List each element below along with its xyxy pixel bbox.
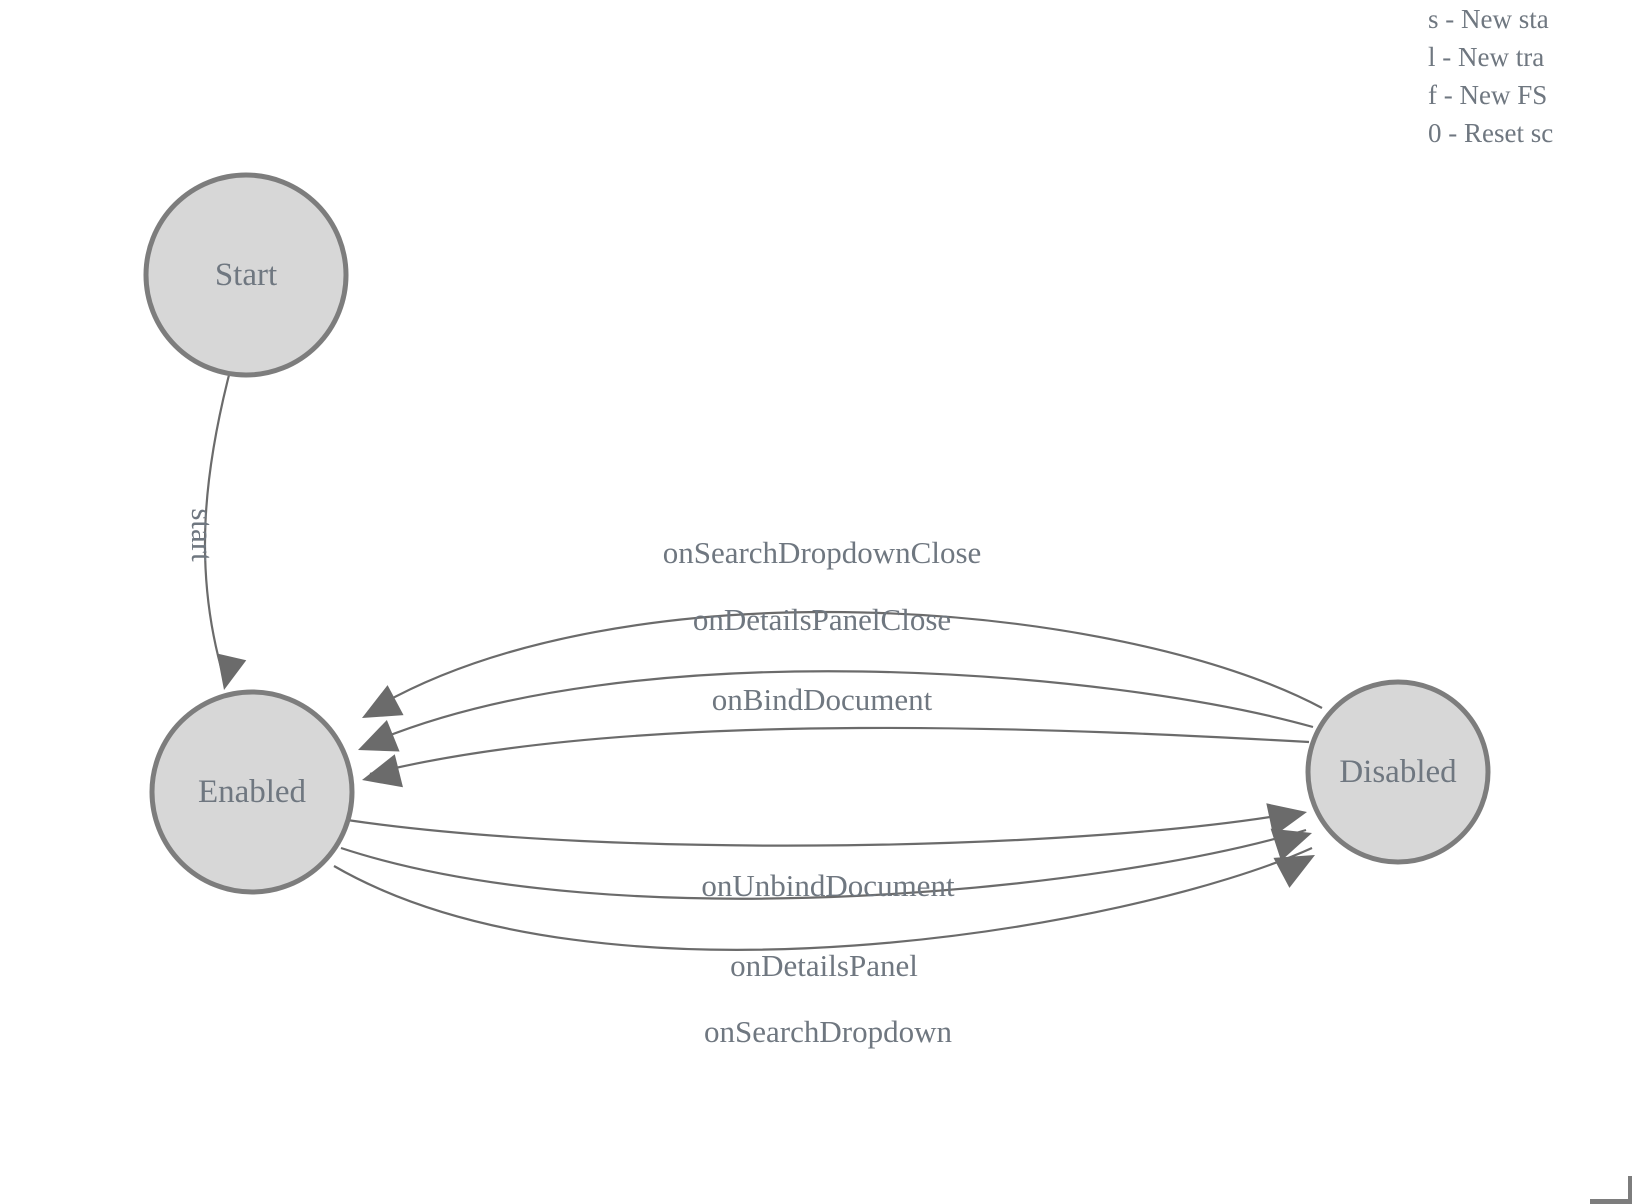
transition-label-ondetailspanelclose[interactable]: onDetailsPanelClose	[693, 602, 951, 637]
state-label-enabled: Enabled	[198, 774, 307, 810]
state-node-enabled[interactable]: Enabled	[149, 689, 355, 895]
arrowhead-onunbinddocument	[1266, 803, 1307, 837]
transition-edge-onsearchdropdownclose[interactable]	[367, 610, 1323, 713]
transition-label-onsearchdropdownclose[interactable]: onSearchDropdownClose	[663, 535, 982, 570]
state-node-start[interactable]: Start	[143, 172, 349, 378]
resize-corner-horizontal-bar	[1590, 1199, 1632, 1204]
transition-label-onbinddocument[interactable]: onBindDocument	[712, 682, 933, 717]
transition-edge-onbinddocument[interactable]	[369, 726, 1310, 776]
arrowhead-onsearchdropdown	[1273, 855, 1315, 888]
arrowhead-start-to-enabled	[217, 653, 247, 690]
transition-label-onsearchdropdown[interactable]: onSearchDropdown	[704, 1014, 952, 1049]
edges-layer	[203, 374, 1323, 951]
arrowheads-layer	[217, 653, 1315, 888]
transition-label-ondetailspanel[interactable]: onDetailsPanel	[730, 948, 918, 983]
state-circle-enabled[interactable]	[149, 689, 355, 895]
transition-edge-start-to-enabled[interactable]	[203, 374, 231, 679]
state-circle-disabled[interactable]	[1305, 679, 1491, 865]
transition-label-onunbinddocument[interactable]: onUnbindDocument	[701, 868, 955, 903]
transition-edge-ondetailspanelclose[interactable]	[365, 670, 1314, 747]
state-circle-start[interactable]	[143, 172, 349, 378]
arrowhead-ondetailspanelclose	[358, 720, 400, 752]
window-resize-corner[interactable]	[1590, 1176, 1632, 1204]
transition-edge-ondetailspanel[interactable]	[340, 828, 1307, 900]
arrowhead-onbinddocument	[362, 754, 403, 788]
state-label-disabled: Disabled	[1339, 754, 1457, 790]
resize-corner-vertical-bar	[1628, 1176, 1632, 1204]
state-label-start: Start	[215, 257, 277, 293]
transition-edge-onunbinddocument[interactable]	[346, 810, 1301, 847]
transition-edge-onsearchdropdown[interactable]	[333, 846, 1313, 951]
arrowhead-onsearchdropdownclose	[362, 685, 404, 718]
transition-label-start[interactable]: start	[185, 508, 220, 562]
state-node-disabled[interactable]: Disabled	[1305, 679, 1491, 865]
edge-labels-layer: start onSearchDropdownClose onDetailsPan…	[185, 508, 981, 1049]
arrowhead-ondetailspanel	[1270, 828, 1312, 861]
